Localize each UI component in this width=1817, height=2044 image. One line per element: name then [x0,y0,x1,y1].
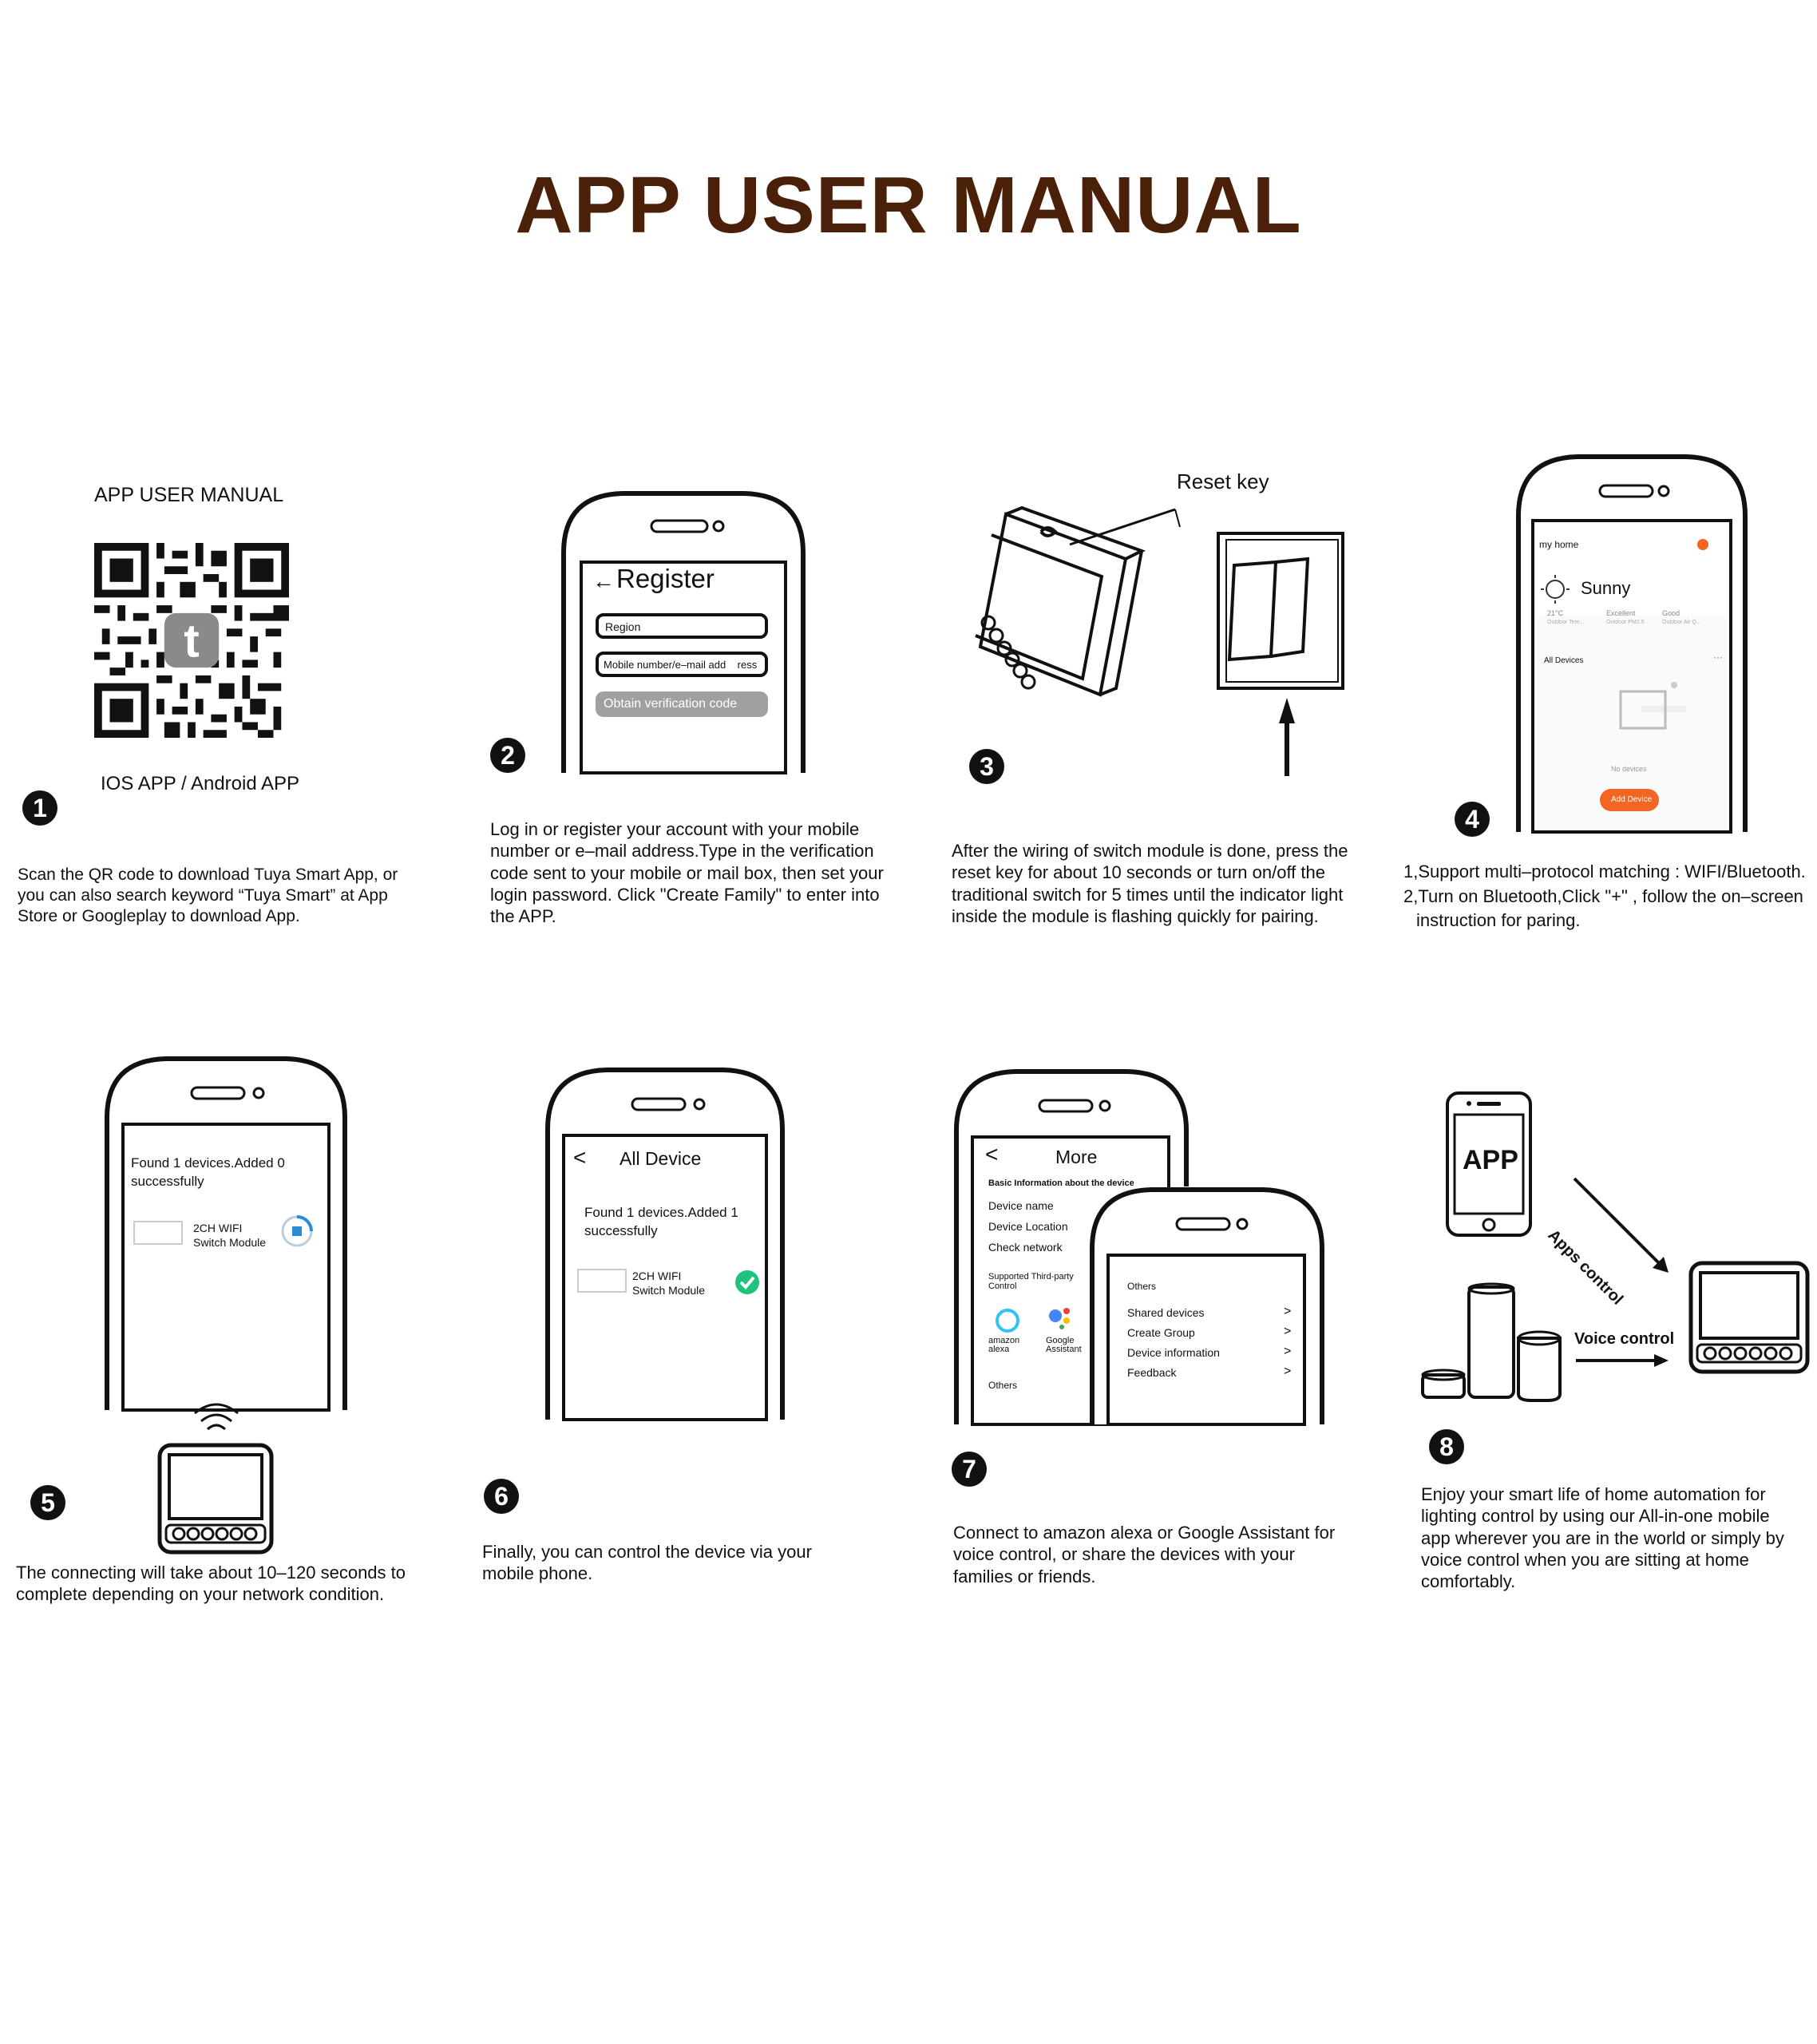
all-device-title: All Device [620,1148,702,1169]
switch-module-icon [1688,1261,1810,1374]
step-8-text: Enjoy your smart life of home automation… [1421,1484,1784,1592]
step-7-text: Connect to amazon alexa or Google Assist… [953,1523,1336,1586]
register-back-icon[interactable]: ← [592,568,615,593]
mobile-placeholder: Mobile number/e–mail add ress [604,659,758,671]
chevron-right-icon: > [1284,1345,1292,1358]
pairing-phone [105,1056,347,1412]
google-assistant-label[interactable]: Google Assistant [1046,1336,1082,1354]
step-4-line1: 1,Support multi–protocol matching : WIFI… [1403,862,1806,881]
back-icon[interactable]: < [573,1145,587,1170]
mobile-field[interactable]: Mobile number/e–mail add ress [596,652,768,677]
more-title: More [1055,1147,1098,1167]
page-title: APP USER MANUAL [515,160,1302,250]
basic-info-section: Basic Information about the device [988,1178,1134,1188]
voice-control-arrow [1576,1354,1669,1367]
obtain-code-label: Obtain verification code [604,697,738,711]
home-selector[interactable]: my home [1539,539,1579,550]
pm-value: Excellent [1606,609,1636,617]
wifi-icon [194,1403,239,1431]
device-location-item[interactable]: Device Location [988,1220,1068,1233]
air-label: Outdoor Air Q... [1662,620,1701,625]
step-6-number: 6 [484,1479,519,1514]
weather-text: Sunny [1581,578,1631,598]
obtain-code-button[interactable]: Obtain verification code [596,691,768,717]
air-value: Good [1662,609,1680,617]
step-4-line2: 2,Turn on Bluetooth,Click "+" , follow t… [1403,886,1803,906]
chevron-right-icon: > [1284,1365,1292,1378]
step-5-text: The connecting will take about 10–120 se… [16,1563,406,1605]
apps-control-arrow [1573,1177,1669,1273]
add-device-button[interactable]: Add Device [1600,789,1659,811]
check-network-item[interactable]: Check network [988,1241,1063,1254]
shared-devices-item[interactable]: Shared devices [1127,1306,1205,1319]
step-4-line3: instruction for paring. [1416,910,1581,930]
app-phone-icon [1446,1091,1532,1237]
device-information-item[interactable]: Device information [1127,1346,1220,1359]
device-name-line1: 2CH WIFI [193,1222,243,1234]
svg-text:t: t [184,615,200,667]
device-name-line2: Switch Module [193,1236,267,1249]
qr-caption: IOS APP / Android APP [101,773,300,794]
alexa-label[interactable]: amazon alexa [988,1336,1020,1354]
no-devices-text: No devices [1611,765,1647,773]
feedback-item[interactable]: Feedback [1127,1366,1177,1379]
step-2-text: Log in or register your account with you… [490,819,884,927]
smart-speakers-icon [1421,1282,1562,1402]
step-4-number: 4 [1455,802,1490,837]
others-label-front: Others [1127,1281,1157,1292]
switch-module-icon [157,1443,274,1555]
pm-label: Outdoor PM2.5 [1606,620,1645,625]
found-text: Found 1 devices.Added 0 successfully [131,1155,285,1189]
step-8-number: 8 [1429,1429,1464,1464]
home-phone [1516,454,1748,834]
register-title: Register [616,564,715,593]
temp-label: Outdoor Tem... [1547,620,1585,625]
device-name-item[interactable]: Device name [988,1199,1054,1212]
found-added-text: Found 1 devices.Added 1 successfully [584,1205,738,1238]
step-1-header: APP USER MANUAL [94,484,284,506]
chevron-right-icon: > [1284,1305,1292,1318]
region-field[interactable]: Region [596,613,768,639]
voice-control-label: Voice control [1574,1330,1675,1348]
more-phone-front [1090,1187,1324,1426]
add-device-label: Add Device [1611,795,1653,804]
chevron-right-icon: > [1284,1325,1292,1338]
more-options-icon[interactable]: ··· [1713,652,1723,663]
region-placeholder: Region [605,620,641,633]
step-5-number: 5 [30,1485,65,1520]
step-7-number: 7 [952,1452,987,1487]
third-party-label: Supported Third-party Control [988,1272,1074,1291]
others-label-back: Others [988,1380,1018,1391]
step-3-number: 3 [969,749,1004,784]
switch-module-illustration [975,505,1344,776]
all-device-phone [545,1068,785,1421]
step-2-number: 2 [490,738,525,773]
step-1-number: 1 [22,790,57,826]
device-line2: Switch Module [632,1284,706,1297]
create-group-item[interactable]: Create Group [1127,1326,1195,1339]
register-phone [561,491,806,774]
all-devices-label: All Devices [1544,656,1584,665]
step-3-text: After the wiring of switch module is don… [952,841,1348,926]
temp-value: 21°C [1547,609,1564,617]
reset-key-label: Reset key [1177,469,1269,493]
more-back-icon[interactable]: < [985,1142,999,1167]
qr-code-image: t [94,543,289,738]
step-1-text: Scan the QR code to download Tuya Smart … [18,866,398,926]
device-line1: 2CH WIFI [632,1270,682,1282]
step-6-text: Finally, you can control the device via … [482,1542,812,1584]
app-label: APP [1463,1145,1518,1175]
